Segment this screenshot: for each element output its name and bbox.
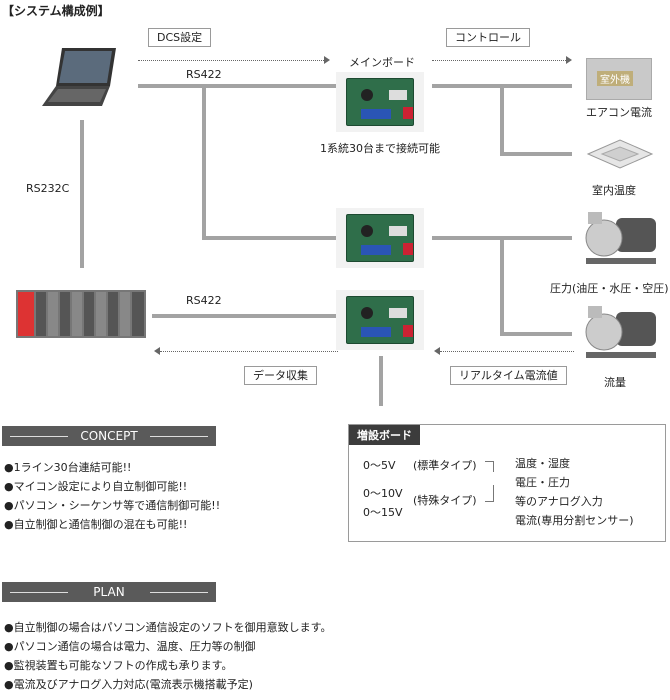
ceiling-unit-icon — [584, 136, 656, 172]
rs422-bottom-line — [152, 314, 336, 318]
concept-item: 自立制御と通信制御の混在も可能!! — [4, 516, 188, 532]
right-line-1b — [500, 152, 572, 156]
indoor-label: 室内温度 — [592, 184, 636, 197]
page-title: 【システム構成例】 — [2, 4, 110, 18]
brace-1 — [485, 461, 494, 472]
concept-item: マイコン設定により自立制御可能!! — [4, 478, 188, 494]
type-standard: (標準タイプ) — [413, 459, 477, 472]
concept-heading: CONCEPT — [2, 426, 216, 446]
dcs-arrowhead — [324, 56, 330, 64]
aircon-label: エアコン電流 — [586, 106, 652, 119]
dcs-arrow — [138, 60, 324, 61]
right-line-1v — [500, 84, 504, 156]
right-line-2b — [500, 332, 572, 336]
control-label: コントロール — [446, 28, 530, 47]
branch-horizontal-line — [202, 236, 336, 240]
rs232c-label: RS232C — [26, 182, 70, 195]
right-line-2v — [500, 236, 504, 336]
laptop-icon — [40, 44, 120, 112]
pressure-label: 圧力(油圧・水圧・空圧) — [550, 282, 669, 295]
data-collect-arrow — [160, 351, 338, 352]
branch-vertical-line — [202, 88, 206, 240]
laptop-vertical-line — [80, 120, 84, 268]
plan-item: 監視装置も可能なソフトの作成も承ります。 — [4, 657, 233, 673]
range-15v: 0～15V — [363, 506, 403, 519]
plan-heading: PLAN — [2, 582, 216, 602]
output-voltage: 電圧・圧力 — [515, 476, 570, 489]
output-current: 電流(専用分割センサー) — [515, 514, 634, 527]
rs422-top-line — [138, 84, 336, 88]
pump-icon-1 — [580, 206, 660, 270]
plan-item: 自立制御の場合はパソコン通信設定のソフトを御用意致します。 — [4, 619, 332, 635]
rs422-top-label: RS422 — [186, 68, 222, 81]
control-arrowhead — [566, 56, 572, 64]
type-special: (特殊タイプ) — [413, 494, 477, 507]
mainboard-label: メインボード — [349, 56, 415, 69]
range-5v: 0～5V — [363, 459, 396, 472]
expansion-board-box: 増設ボード 0～5V (標準タイプ) 0～10V (特殊タイプ) 0～15V 温… — [348, 424, 666, 542]
expansion-line — [379, 356, 383, 406]
connect-note: 1系統30台まで接続可能 — [320, 142, 440, 155]
realtime-label: リアルタイム電流値 — [450, 366, 567, 385]
outdoor-unit-tag: 室外機 — [597, 71, 633, 86]
data-collect-label: データ収集 — [244, 366, 317, 385]
expansion-heading: 増設ボード — [349, 425, 420, 445]
flow-label: 流量 — [604, 376, 626, 389]
concept-item: パソコン・シーケンサ等で通信制御可能!! — [4, 497, 221, 513]
range-10v: 0～10V — [363, 487, 403, 500]
rs422-bottom-label: RS422 — [186, 294, 222, 307]
brace-2 — [485, 485, 494, 502]
pump-icon-2 — [580, 300, 660, 364]
outdoor-unit-icon: 室外機 — [586, 58, 652, 100]
realtime-arrowhead — [434, 347, 440, 355]
data-collect-arrowhead — [154, 347, 160, 355]
sub-board-1 — [336, 208, 424, 268]
output-analog: 等のアナログ入力 — [515, 495, 603, 508]
output-temp: 温度・湿度 — [515, 457, 570, 470]
plc-icon — [14, 284, 150, 342]
sub-board-2 — [336, 290, 424, 350]
control-arrow — [432, 60, 566, 61]
plan-item: パソコン通信の場合は電力、温度、圧力等の制御 — [4, 638, 256, 654]
concept-item: 1ライン30台連結可能!! — [4, 459, 132, 475]
plan-item: 電流及びアナログ入力対応(電流表示機搭載予定) — [4, 676, 253, 692]
realtime-arrow — [440, 351, 574, 352]
dcs-label: DCS設定 — [148, 28, 212, 47]
main-board — [336, 72, 424, 132]
